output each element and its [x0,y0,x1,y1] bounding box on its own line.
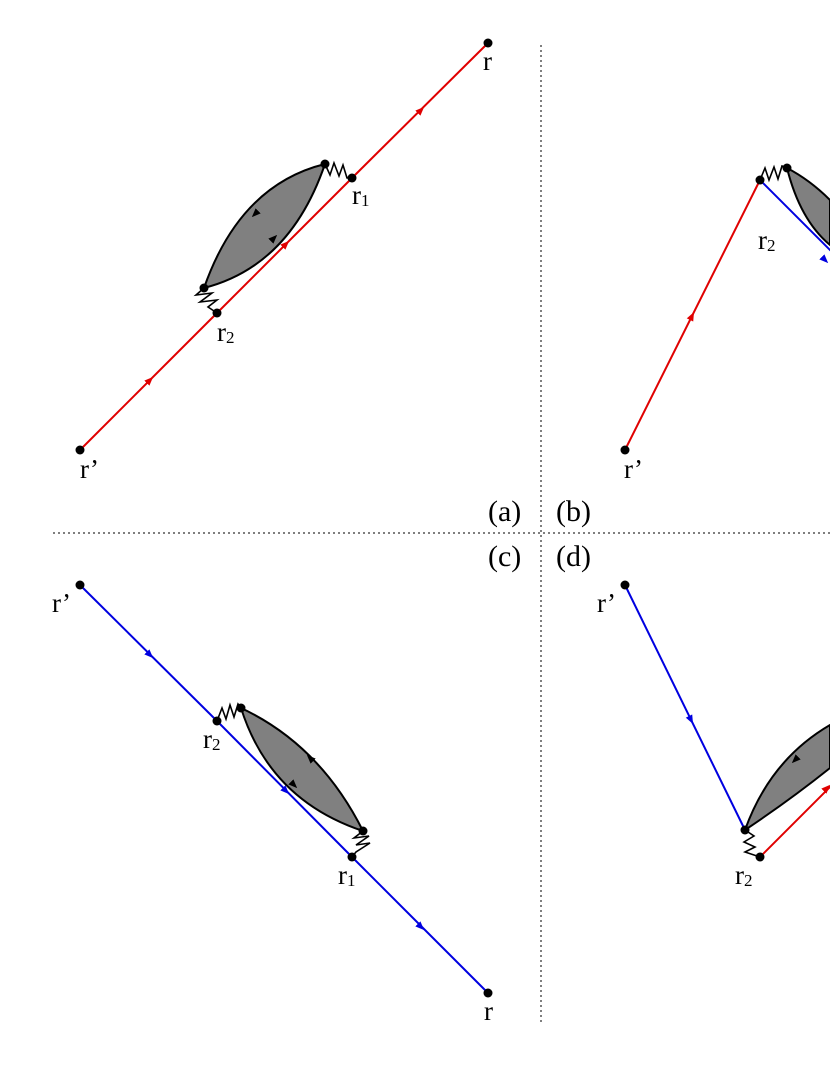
panel-a: r r1 r2 r’ [75,38,493,484]
point-r-prime [620,445,630,455]
label-r-prime: r’ [52,588,71,618]
propagator-line [759,179,830,252]
label-r-prime: r’ [80,454,99,484]
arrow-icon [280,240,290,250]
point-r2 [212,716,222,726]
point-r-prime [75,445,85,455]
arrow-icon [144,649,154,659]
arrow-icon [288,779,298,789]
vertex-dot [782,163,792,173]
panel-label-c: (c) [488,540,521,573]
label-r: r [483,46,492,76]
vertex-dot [236,703,246,713]
interaction-wavy-line [193,287,220,314]
label-r1: r1 [338,860,356,890]
arrow-icon [415,921,425,931]
panel-label-b: (b) [556,495,591,528]
vertex-dot [320,159,330,169]
point-r2 [755,175,765,185]
bubble-loop [202,162,327,290]
point-r [483,988,493,998]
bubble-loop [239,706,365,833]
arrow-icon [821,784,830,794]
interaction-wavy-line [216,702,242,722]
point-r1 [347,852,357,862]
arrow-icon [306,754,316,764]
propagator-line [351,856,489,994]
arrow-icon [251,208,261,218]
point-r-prime [620,580,630,590]
arrow-icon [280,785,290,795]
bubble-loop [785,166,830,247]
interaction-wavy-line [351,830,371,858]
arrow-icon [268,234,278,244]
label-r2: r2 [758,225,776,255]
label-r: r [484,996,493,1026]
panel-c: r’ r2 r1 r [52,580,493,1026]
vertex-dot [199,283,209,293]
point-r [483,38,493,48]
arrow-icon [791,754,801,764]
point-r2 [755,852,765,862]
arrow-icon [819,254,829,264]
propagator-line [759,785,830,858]
panel-b: r2 r’ [620,163,830,484]
label-r2: r2 [217,317,235,347]
propagator-line [624,584,746,831]
propagator-line [624,179,761,451]
panel-label-d: (d) [556,540,591,573]
label-r2: r2 [735,860,753,890]
arrow-icon [144,376,154,386]
bubble-loop [743,723,830,833]
label-r1: r1 [352,180,370,210]
arrow-icon [686,311,695,322]
vertex-dot [740,825,750,835]
interaction-wavy-line [324,160,352,179]
label-r-prime: r’ [624,454,643,484]
point-r1 [347,173,357,183]
panel-d: r’ r2 [597,580,830,890]
interaction-wavy-line [759,164,788,183]
arrow-icon [685,714,694,725]
panel-label-a: (a) [488,495,521,528]
label-r2: r2 [203,724,221,754]
label-r-prime: r’ [597,588,616,618]
point-r2 [212,308,222,318]
vertex-dot [358,826,368,836]
arrow-icon [415,106,425,116]
point-r-prime [75,580,85,590]
